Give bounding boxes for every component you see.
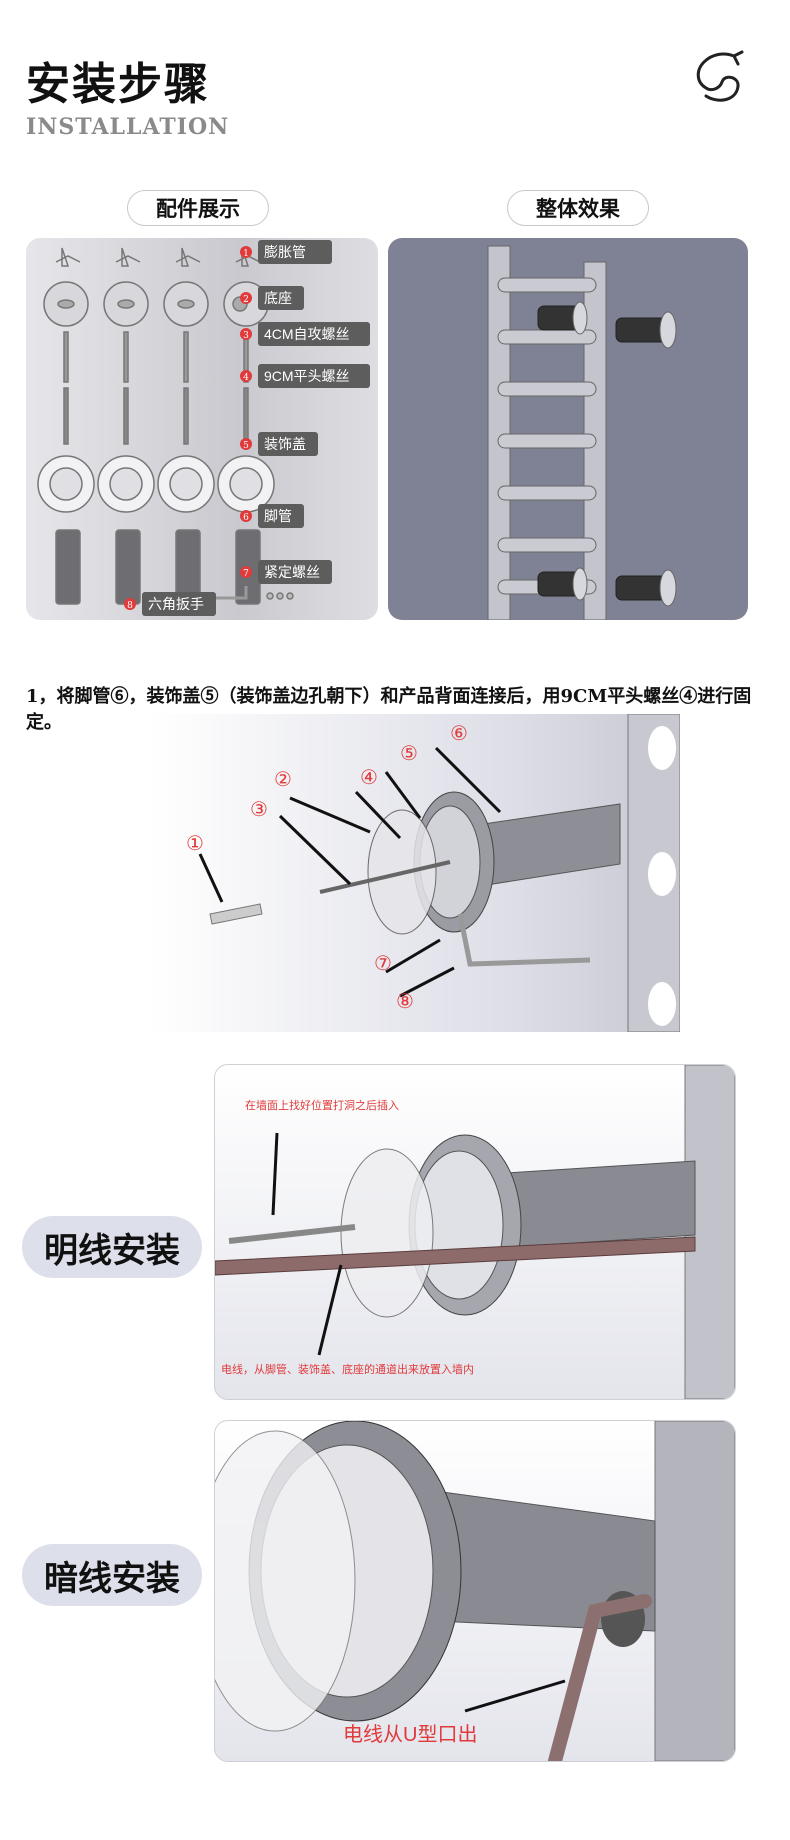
parts-display-panel: 1 膨胀管 2 底座 3 4CM自攻螺丝 4 9CM平头螺丝 5 装饰盖 6 脚… [26,238,378,620]
svg-text:⑧: ⑧ [396,991,414,1013]
svg-text:紧定螺丝: 紧定螺丝 [264,564,320,580]
concealed-wiring-pill: 暗线安装 [22,1544,202,1606]
part-label-7: 7 紧定螺丝 [240,560,332,584]
svg-text:④: ④ [360,767,378,789]
svg-text:装饰盖: 装饰盖 [264,436,306,452]
svg-text:4CM自攻螺丝: 4CM自攻螺丝 [264,326,350,342]
concealed-wiring-panel: 电线从U型口出 [214,1420,736,1762]
svg-text:8: 8 [127,601,133,611]
parts-display-pill: 配件展示 [127,190,269,226]
concealed-note: 电线从U型口出 [343,1723,477,1746]
svg-text:膨胀管: 膨胀管 [264,244,306,260]
svg-text:⑤: ⑤ [400,743,418,765]
svg-text:⑦: ⑦ [374,953,392,975]
exploded-diagram: ① ② ③ ④ ⑤ ⑥ ⑦ ⑧ [186,713,681,1033]
exploded-diagram-panel: ① ② ③ ④ ⑤ ⑥ ⑦ ⑧ [150,713,681,1033]
diagram-numbers: ① ② ③ ④ ⑤ ⑥ ⑦ ⑧ [186,723,468,1013]
svg-text:⑥: ⑥ [450,723,468,745]
part-label-6: 6 脚管 [240,504,304,528]
part-label-4: 4 9CM平头螺丝 [240,364,370,388]
svg-text:6: 6 [243,513,249,523]
towel-rack-illustration [487,245,677,620]
svg-text:②: ② [274,769,292,791]
exposed-wiring-panel: 在墙面上找好位置打洞之后插入 电线，从脚管、装饰盖、底座的通道出来放置入墙内 [214,1064,736,1400]
exposed-wiring-diagram: 在墙面上找好位置打洞之后插入 电线，从脚管、装饰盖、底座的通道出来放置入墙内 [215,1065,735,1399]
svg-text:脚管: 脚管 [264,508,292,524]
svg-text:4: 4 [243,373,249,383]
wrench-s-icon [696,50,744,102]
part-label-3: 3 4CM自攻螺丝 [240,322,370,346]
part-label-2: 2 底座 [240,286,304,310]
svg-text:9CM平头螺丝: 9CM平头螺丝 [264,368,350,384]
svg-text:2: 2 [243,295,249,305]
step1-instruction: 1，将脚管⑥，装饰盖⑤（装饰盖边孔朝下）和产品背面连接后，用9CM平头螺丝④进行… [26,686,752,733]
parts-illustration: 1 膨胀管 2 底座 3 4CM自攻螺丝 4 9CM平头螺丝 5 装饰盖 6 脚… [37,240,370,616]
overall-effect-panel [388,238,748,620]
svg-text:③: ③ [250,799,268,821]
exposed-note-bottom: 电线，从脚管、装饰盖、底座的通道出来放置入墙内 [221,1362,474,1376]
exposed-note-top: 在墙面上找好位置打洞之后插入 [245,1098,399,1112]
overall-effect-pill: 整体效果 [507,190,649,226]
svg-text:5: 5 [243,441,249,451]
page-title: 安装步骤 [26,59,210,110]
exposed-wiring-pill: 明线安装 [22,1216,202,1278]
page-subtitle: INSTALLATION [26,114,230,140]
svg-text:1: 1 [243,249,249,259]
part-label-8: 8 六角扳手 [124,592,216,616]
concealed-wiring-diagram: 电线从U型口出 [215,1421,735,1761]
svg-text:7: 7 [243,569,249,579]
svg-text:六角扳手: 六角扳手 [148,596,204,612]
parts-labels: 1 膨胀管 2 底座 3 4CM自攻螺丝 4 9CM平头螺丝 5 装饰盖 6 脚… [124,240,370,616]
svg-text:3: 3 [243,331,249,341]
svg-text:底座: 底座 [264,290,292,306]
part-label-1: 1 膨胀管 [240,240,332,264]
part-label-5: 5 装饰盖 [240,432,318,456]
svg-text:①: ① [186,833,204,855]
